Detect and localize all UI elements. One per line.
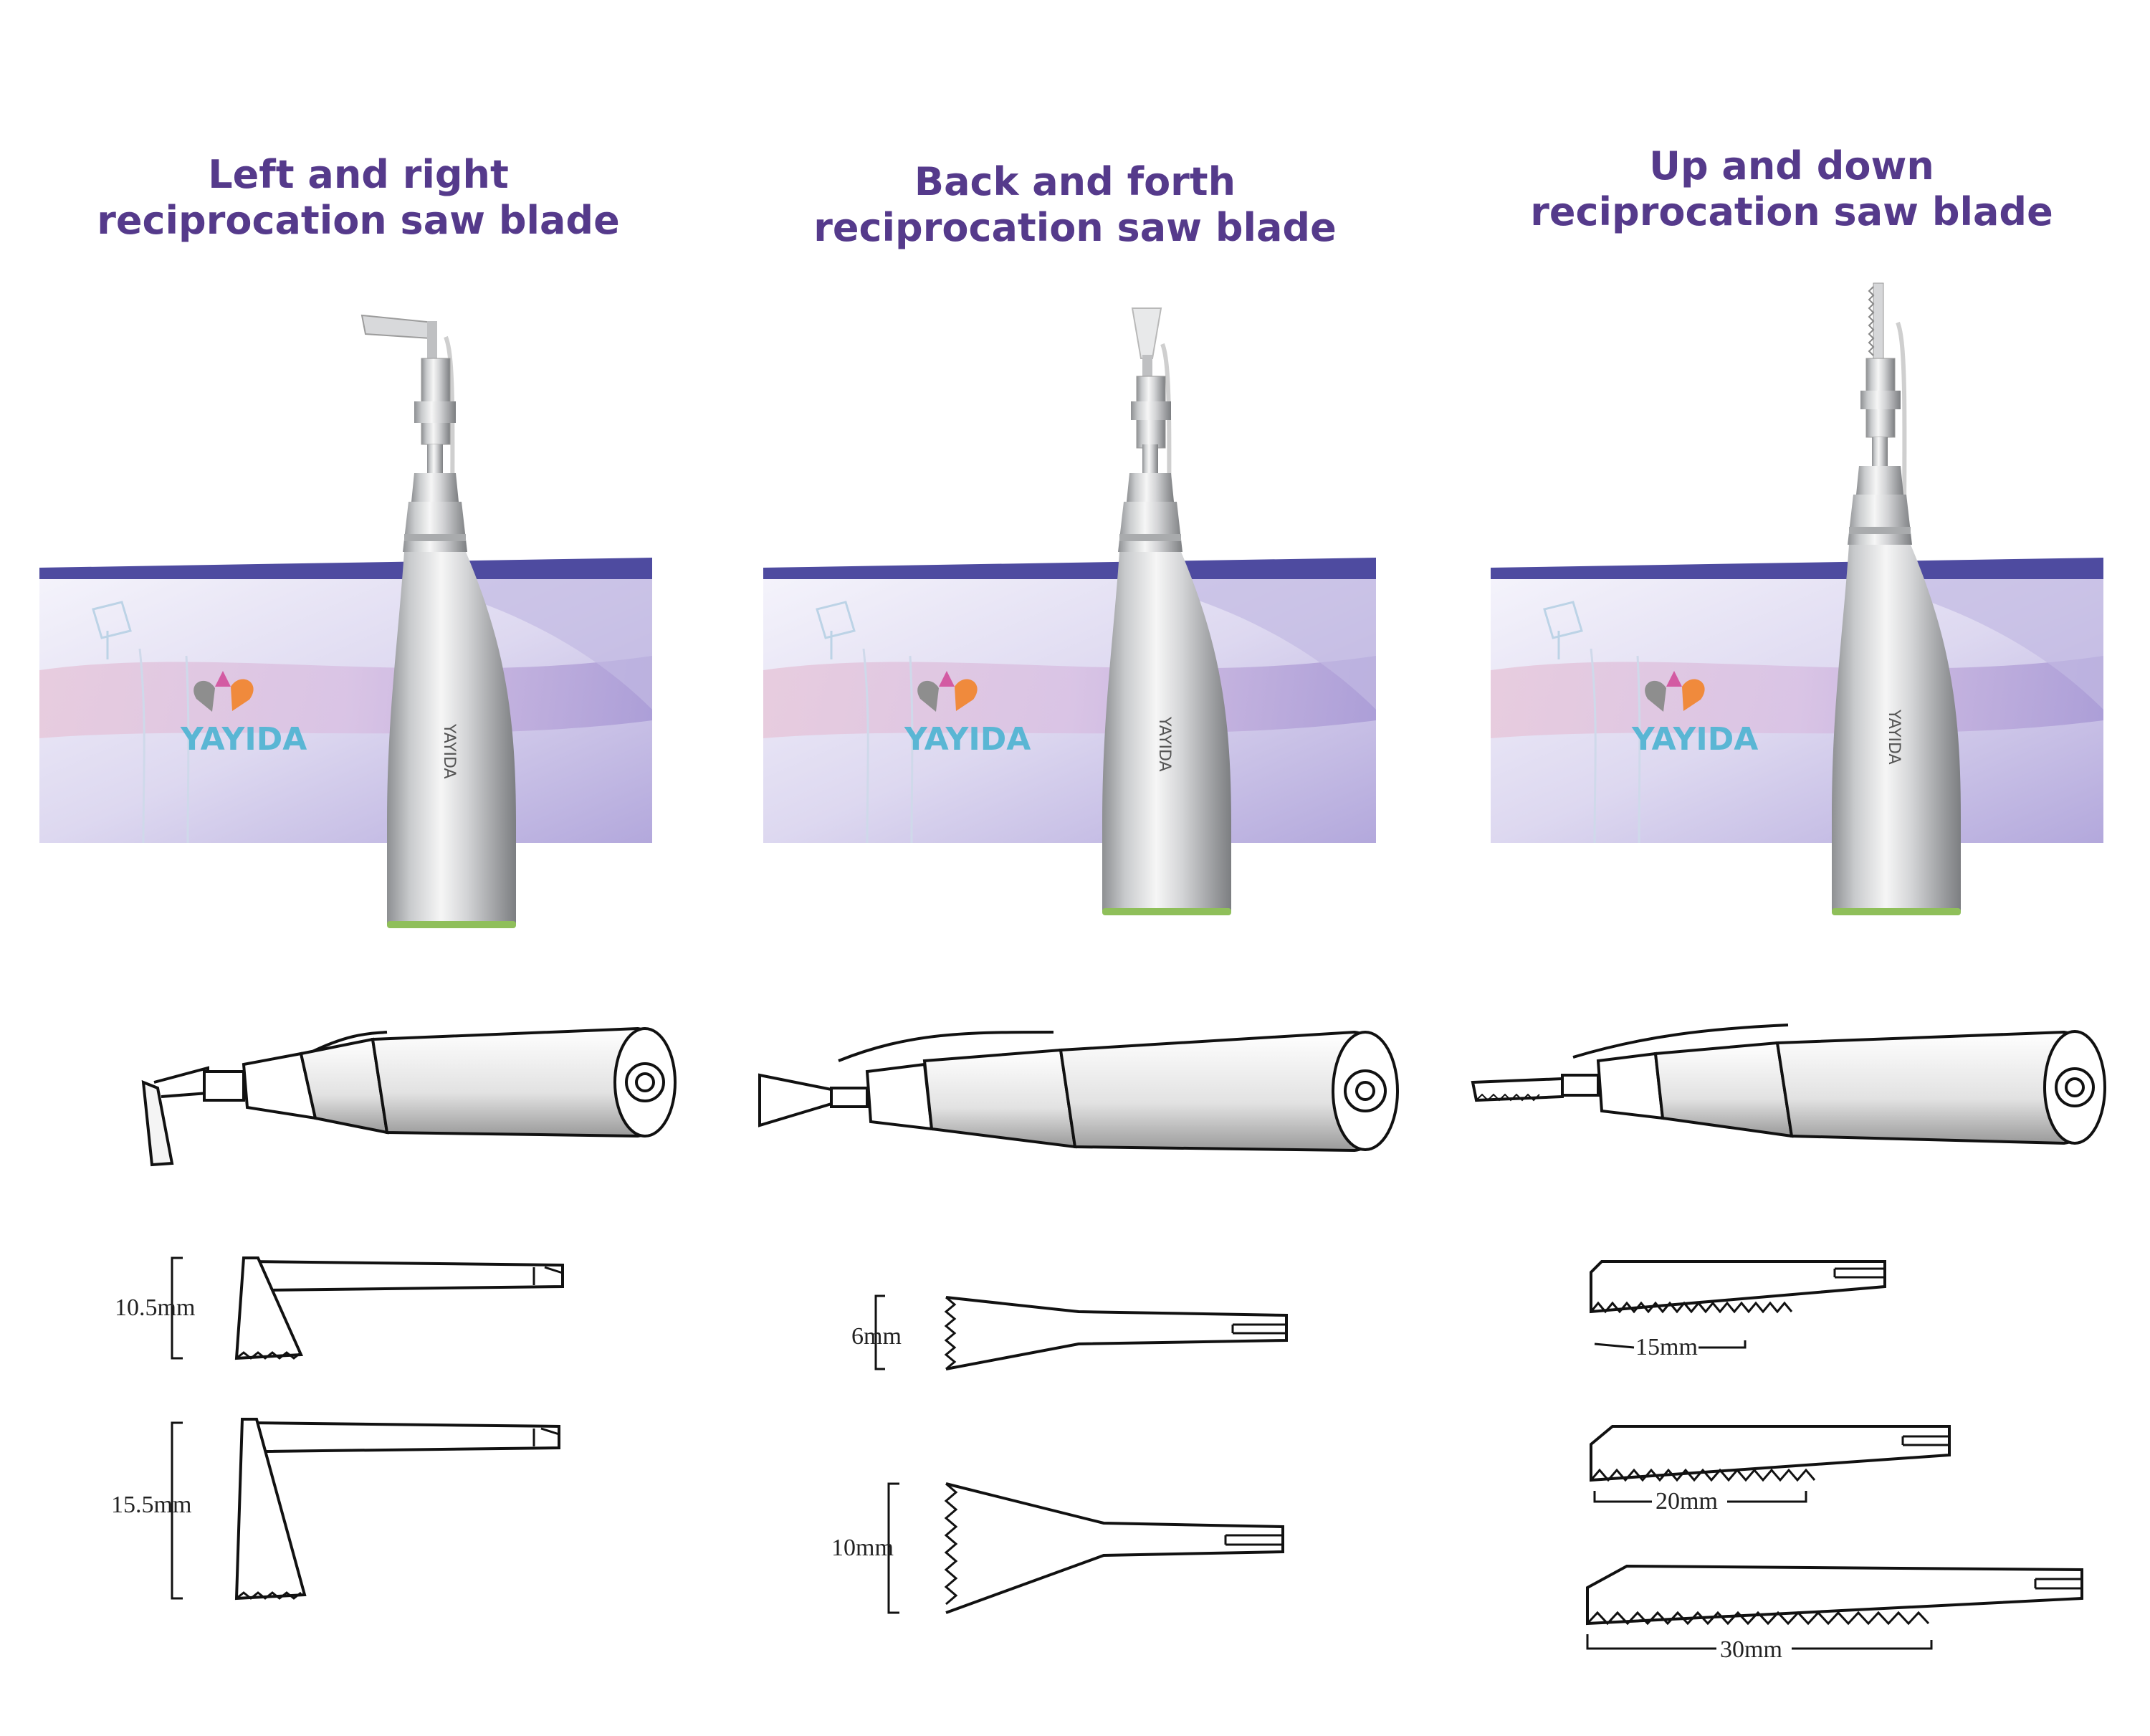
dimension-label-1: 15mm <box>1635 1334 1698 1360</box>
box-logo-text: YAYIDA <box>1631 721 1758 758</box>
blade-drawing-small: 10.5mm <box>115 1256 564 1360</box>
column-title: Back and forth reciprocation saw blade <box>717 159 1433 251</box>
dimension-label-2: 10mm <box>831 1535 894 1561</box>
handpiece-photo: YAYIDA <box>1832 282 1961 915</box>
title-line-1: Up and down <box>1649 143 1934 189</box>
title-line-2: reciprocation saw blade <box>1530 189 2053 234</box>
blade-drawing-small: 6mm <box>851 1294 1288 1370</box>
product-illustration: YAYIDA YAYIDA <box>758 307 1399 1614</box>
product-illustration: YAYIDA YAYIDA <box>39 314 677 1601</box>
title-line-1: Left and right <box>208 152 509 197</box>
blade-drawing-30mm: 30mm <box>1586 1564 2083 1663</box>
blade-drawing-20mm: 20mm <box>1590 1425 1951 1515</box>
column-up-down: Up and down reciprocation saw blade YAYI… <box>1433 0 2150 1736</box>
handpiece-brand: YAYIDA <box>1155 716 1173 772</box>
title-line-2: reciprocation saw blade <box>813 205 1337 250</box>
dimension-label-2: 20mm <box>1656 1488 1718 1515</box>
box-logo-text: YAYIDA <box>180 721 307 758</box>
dimension-label-3: 30mm <box>1720 1636 1782 1663</box>
column-title: Left and right reciprocation saw blade <box>0 152 717 244</box>
product-box: YAYIDA <box>763 558 1376 844</box>
handpiece-brand: YAYIDA <box>440 723 458 779</box>
yayida-logo: YAYIDA <box>904 671 1031 758</box>
handpiece-brand: YAYIDA <box>1885 709 1903 765</box>
title-line-2: reciprocation saw blade <box>97 198 620 243</box>
blade-drawing-large: 10mm <box>831 1482 1284 1614</box>
box-logo-text: YAYIDA <box>904 721 1031 758</box>
blade-drawing-large: 15.5mm <box>111 1418 560 1601</box>
handpiece-sketch <box>141 1026 677 1167</box>
dimension-label-1: 10.5mm <box>115 1294 195 1321</box>
blade-drawing-15mm: 15mm <box>1590 1260 1886 1360</box>
column-title: Up and down reciprocation saw blade <box>1433 143 2150 235</box>
dimension-label-2: 15.5mm <box>111 1492 191 1518</box>
product-illustration: YAYIDA YAYIDA <box>1471 282 2106 1663</box>
handpiece-sketch <box>1471 1024 2106 1145</box>
column-left-right: Left and right reciprocation saw blade Y… <box>0 0 717 1736</box>
handpiece-sketch <box>758 1030 1399 1153</box>
title-line-1: Back and forth <box>914 159 1236 204</box>
handpiece-photo: YAYIDA <box>360 314 516 928</box>
product-box: YAYIDA <box>1491 558 2103 844</box>
yayida-logo: YAYIDA <box>1631 671 1758 758</box>
column-back-forth: Back and forth reciprocation saw blade Y… <box>717 0 1433 1736</box>
yayida-logo: YAYIDA <box>180 671 307 758</box>
product-box: YAYIDA <box>39 558 652 844</box>
dimension-label-1: 6mm <box>851 1323 902 1350</box>
handpiece-photo: YAYIDA <box>1102 307 1231 915</box>
